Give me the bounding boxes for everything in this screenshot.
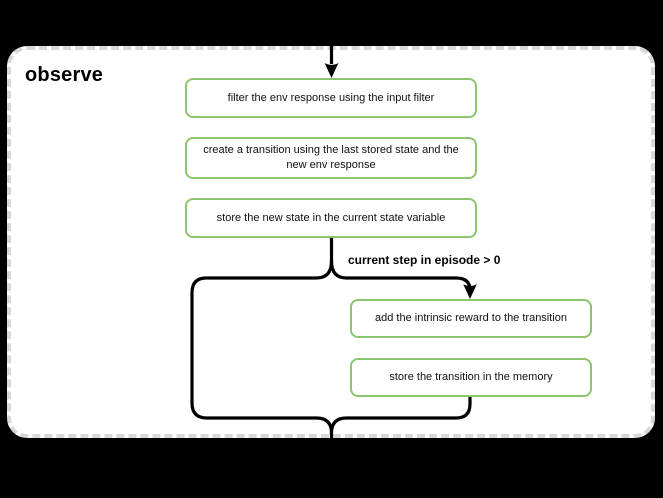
skip-branch-connector: [190, 260, 334, 442]
condition-branch-arrow-icon: [329, 260, 477, 299]
panel-title: observe: [25, 64, 104, 86]
node-store-new-state: store the new state in the current state…: [185, 198, 477, 238]
node-add-intrinsic-reward: add the intrinsic reward to the transiti…: [350, 299, 592, 338]
merge-connector: [329, 397, 472, 434]
condition-label: current step in episode > 0: [348, 253, 501, 267]
node-create-transition: create a transition using the last store…: [185, 137, 477, 179]
node-filter-env-response: filter the env response using the input …: [185, 78, 477, 118]
node-store-transition: store the transition in the memory: [350, 358, 592, 397]
entry-down-arrow-icon: [324, 40, 339, 78]
